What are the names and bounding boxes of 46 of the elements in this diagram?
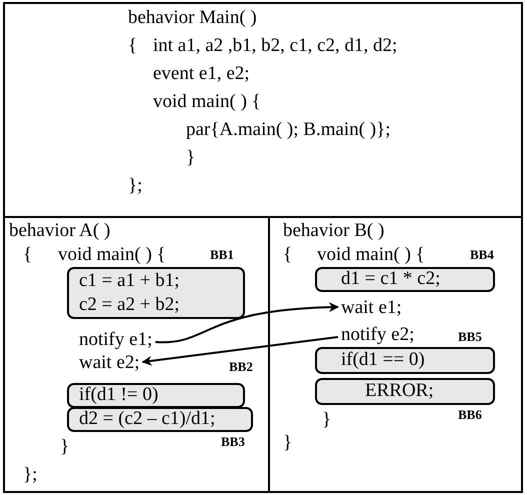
brace: { (23, 244, 32, 266)
behavior-panel (3, 2, 523, 218)
code-line: behavior A( ) (9, 220, 110, 242)
block-label: BB2 (229, 359, 253, 375)
brace: } (60, 436, 70, 458)
basic-block-box (67, 383, 245, 408)
block-label: BB3 (221, 434, 245, 450)
code-line: void main( ) { (58, 244, 166, 266)
basic-block-box (315, 267, 495, 292)
code-line: wait e2; (79, 352, 140, 374)
code-line: notify e2; (341, 324, 414, 346)
code-line: d1 = c1 * c2; (341, 268, 440, 290)
code-line: d2 = (c2 – c1)/d1; (79, 408, 216, 430)
code-line: par{A.main( ); B.main( )}; (186, 119, 390, 141)
block-label: BB5 (458, 329, 482, 345)
code-line: ERROR; (365, 380, 434, 402)
code-line: event e1, e2; (153, 63, 250, 85)
block-label: BB6 (458, 407, 482, 423)
brace: }; (23, 464, 38, 486)
brace: { (283, 244, 292, 266)
brace: }; (128, 175, 142, 197)
block-label: BB1 (210, 247, 234, 263)
brace: } (186, 147, 196, 169)
code-line: void main( ) { (153, 91, 261, 113)
basic-block-box (315, 378, 495, 405)
code-line: if(d1 == 0) (341, 349, 425, 371)
basic-block-box (67, 267, 245, 319)
code-line: void main( ) { (317, 244, 425, 266)
code-line: wait e1; (341, 297, 402, 319)
code-line: c1 = a1 + b1; (79, 270, 180, 292)
code-line: int a1, a2 ,b1, b2, c1, c2, d1, d2; (153, 35, 398, 57)
arrow (155, 302, 339, 344)
code-line: behavior Main( ) (128, 7, 257, 29)
arrow (142, 336, 338, 366)
code-line: notify e1; (79, 329, 152, 351)
brace: } (322, 409, 332, 431)
block-label: BB4 (470, 247, 494, 263)
basic-block-box (67, 407, 253, 432)
code-line: behavior B( ) (283, 220, 384, 242)
brace: } (283, 432, 292, 454)
basic-block-box (315, 347, 495, 374)
code-line: c2 = a2 + b2; (79, 294, 180, 316)
behavior-panel (268, 216, 523, 493)
behavior-panel (3, 216, 270, 493)
code-line: if(d1 != 0) (79, 384, 158, 406)
brace: { (128, 35, 138, 57)
